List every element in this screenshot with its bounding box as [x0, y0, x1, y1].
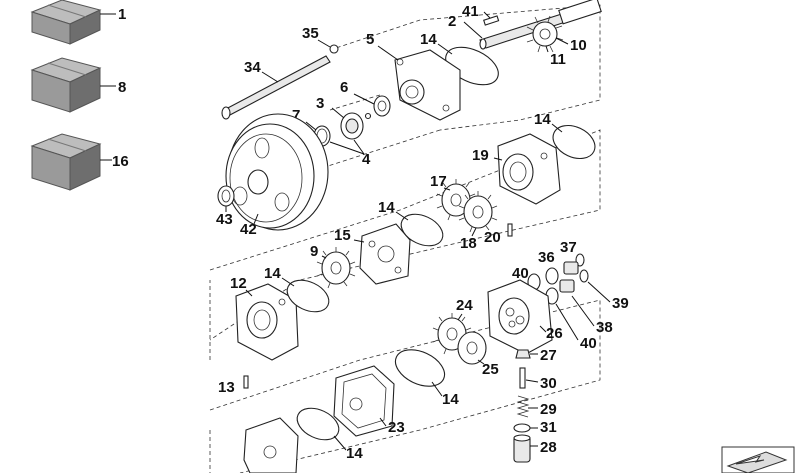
key-part-41[interactable]	[483, 15, 500, 26]
gasket-part-14-left[interactable]	[282, 274, 334, 318]
callout-13[interactable]: 13	[218, 379, 235, 396]
bearing-part-3[interactable]	[340, 112, 364, 140]
callout-40-bottom[interactable]: 40	[580, 335, 597, 352]
pulley-part-42[interactable]	[225, 113, 329, 231]
fitting-part-39[interactable]	[563, 261, 589, 283]
callout-12[interactable]: 12	[230, 275, 247, 292]
callout-42[interactable]: 42	[240, 221, 257, 238]
callout-6[interactable]: 6	[340, 79, 348, 96]
callout-15[interactable]: 15	[334, 227, 351, 244]
seal-part-36[interactable]	[545, 267, 559, 285]
housing-part-12[interactable]	[235, 283, 299, 361]
gear-part-25[interactable]	[457, 331, 487, 365]
callout-41[interactable]: 41	[462, 3, 479, 20]
callout-27[interactable]: 27	[540, 347, 557, 364]
gear-part-18[interactable]	[458, 191, 498, 233]
callout-14-lower[interactable]: 14	[442, 391, 459, 408]
gasket-part-14-right[interactable]	[548, 119, 601, 165]
valve-part-28[interactable]	[513, 434, 531, 463]
callout-29[interactable]: 29	[540, 401, 557, 418]
ring-part-31[interactable]	[513, 423, 531, 433]
callout-8[interactable]: 8	[118, 79, 126, 96]
arrow-icon[interactable]	[721, 446, 795, 473]
callout-39[interactable]: 39	[612, 295, 629, 312]
gasket-part-14-mid[interactable]	[396, 208, 448, 252]
callout-4[interactable]: 4	[362, 151, 371, 168]
rod-part-34[interactable]	[221, 55, 331, 120]
callout-1[interactable]: 1	[118, 6, 126, 23]
callout-14-bottom[interactable]: 14	[346, 445, 363, 462]
callout-3[interactable]: 3	[316, 95, 324, 112]
callout-37[interactable]: 37	[560, 239, 577, 256]
callout-31[interactable]: 31	[540, 419, 557, 436]
callout-34[interactable]: 34	[244, 59, 261, 76]
callout-16[interactable]: 16	[112, 153, 129, 170]
callout-14-mid[interactable]: 14	[378, 199, 395, 216]
callout-19[interactable]: 19	[472, 147, 489, 164]
callout-11[interactable]: 11	[550, 51, 566, 68]
callout-18[interactable]: 18	[460, 235, 477, 252]
callout-23[interactable]: 23	[388, 419, 405, 436]
gasket-part-14-bottom[interactable]	[292, 402, 344, 446]
callout-28[interactable]: 28	[540, 439, 557, 456]
pump-cover-part-5[interactable]	[394, 49, 461, 121]
gear-part-11[interactable]	[526, 15, 564, 53]
callout-30[interactable]: 30	[540, 375, 557, 392]
callout-9[interactable]: 9	[310, 243, 318, 260]
kit-box-icon-16[interactable]	[30, 133, 102, 191]
spring-part-29[interactable]	[516, 395, 530, 418]
callout-43[interactable]: 43	[216, 211, 233, 228]
pin-part-20[interactable]	[507, 223, 513, 237]
callout-20[interactable]: 20	[484, 229, 501, 246]
callout-38[interactable]: 38	[596, 319, 613, 336]
seal-part-6[interactable]	[373, 95, 391, 117]
housing-part-26[interactable]	[487, 279, 553, 355]
callout-40-top[interactable]: 40	[512, 265, 529, 282]
kit-box-icon-8[interactable]	[30, 57, 102, 113]
pin-part-13[interactable]	[243, 375, 249, 389]
callout-2[interactable]: 2	[448, 13, 456, 30]
gear-part-10[interactable]	[558, 0, 602, 25]
callout-14-left[interactable]: 14	[264, 265, 281, 282]
callout-17[interactable]: 17	[430, 173, 447, 190]
callout-14-right[interactable]: 14	[534, 111, 551, 128]
callout-14-top[interactable]: 14	[420, 31, 437, 48]
gear-part-9[interactable]	[316, 247, 356, 289]
callout-36[interactable]: 36	[538, 249, 555, 266]
pin-part[interactable]	[364, 112, 372, 120]
kit-box-icon-1[interactable]	[30, 0, 102, 45]
callout-35[interactable]: 35	[302, 25, 319, 42]
plate-part-bottom[interactable]	[243, 417, 299, 473]
callout-25[interactable]: 25	[482, 361, 499, 378]
bolt-part-35[interactable]	[329, 44, 339, 54]
callout-10[interactable]: 10	[570, 37, 587, 54]
callout-7[interactable]: 7	[292, 107, 300, 124]
housing-part-19[interactable]	[497, 133, 561, 205]
gasket-part-14-lower[interactable]	[390, 343, 451, 394]
nut-part-27[interactable]	[515, 349, 531, 359]
plate-part-15[interactable]	[359, 223, 411, 285]
washer-part-43[interactable]	[217, 185, 235, 207]
plate-part-23[interactable]	[333, 365, 395, 437]
callout-5[interactable]: 5	[366, 31, 374, 48]
fitting-part-38[interactable]	[559, 279, 575, 293]
pin-part-30[interactable]	[519, 367, 526, 389]
callout-26[interactable]: 26	[546, 325, 563, 342]
callout-24[interactable]: 24	[456, 297, 473, 314]
